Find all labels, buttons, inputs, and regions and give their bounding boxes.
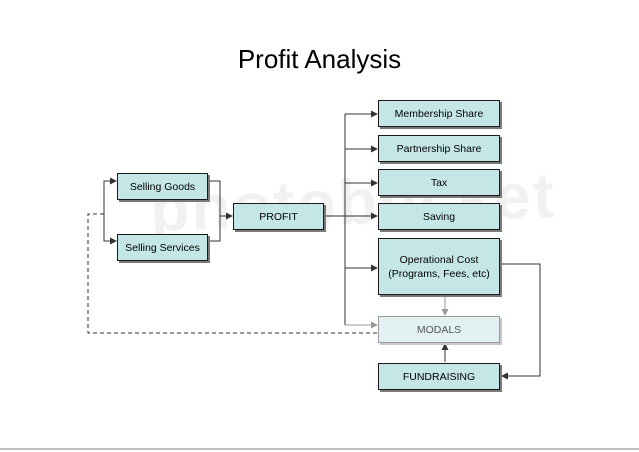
connector-modals-feedback [87, 213, 377, 334]
selling-goods-label: Selling Goods [129, 180, 196, 193]
modals-label: MODALS [416, 323, 462, 336]
modals-box: MODALS [378, 316, 500, 343]
connector-operational-to-fundraising [500, 263, 541, 380]
partnership-share-box: Partnership Share [378, 135, 500, 162]
profit-label: PROFIT [259, 210, 298, 223]
profit-box: PROFIT [233, 203, 324, 230]
operational-cost-sublabel: (Programs, Fees, etc) [388, 267, 490, 280]
saving-label: Saving [422, 210, 456, 223]
connector-services-to-profit [208, 216, 221, 242]
tax-box: Tax [378, 169, 500, 196]
partnership-share-label: Partnership Share [396, 142, 482, 155]
connector-goods-to-profit [208, 180, 233, 220]
fundraising-label: FUNDRAISING [402, 370, 476, 383]
selling-services-label: Selling Services [125, 241, 200, 254]
fundraising-box: FUNDRAISING [378, 363, 500, 390]
selling-goods-box: Selling Goods [117, 173, 208, 200]
tax-label: Tax [430, 176, 448, 189]
operational-cost-box: Operational Cost (Programs, Fees, etc) [378, 238, 500, 295]
membership-share-box: Membership Share [378, 100, 500, 127]
connector-split-left-lower [103, 214, 117, 245]
connector-split-left [103, 177, 117, 214]
membership-share-label: Membership Share [394, 107, 484, 120]
operational-cost-label: Operational Cost [399, 253, 479, 266]
bottom-rule [0, 448, 639, 450]
saving-box: Saving [378, 203, 500, 230]
diagram-title: Profit Analysis [237, 44, 402, 74]
selling-services-box: Selling Services [117, 234, 208, 261]
